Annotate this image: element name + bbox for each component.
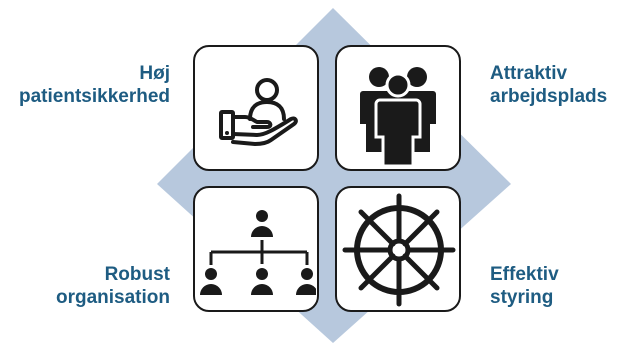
- label-robust-organisation: Robust organisation: [56, 263, 170, 309]
- label-robust-organisation-line2: organisation: [55, 287, 170, 308]
- label-patient-safety-line2: patientsikkerhed: [19, 86, 170, 107]
- hand-care-icon: [219, 78, 298, 146]
- label-effective-management-line1: Effektiv: [490, 264, 559, 285]
- tile-robust-organisation: [193, 186, 319, 312]
- tile-effective-management: [335, 186, 461, 312]
- label-attractive-workplace: Attraktiv arbejdsplads: [490, 62, 607, 108]
- label-robust-organisation-line1: Robust: [104, 264, 170, 285]
- label-attractive-workplace-line2: arbejdsplads: [490, 86, 608, 107]
- label-attractive-workplace-line1: Attraktiv: [490, 63, 568, 84]
- org-chart-icon: [200, 210, 316, 295]
- label-effective-management-line2: styring: [490, 287, 554, 308]
- label-patient-safety: Høj patientsikkerhed: [19, 62, 170, 108]
- people-group-icon: [360, 67, 436, 168]
- ship-wheel-icon: [342, 193, 456, 307]
- label-effective-management: Effektiv styring: [490, 263, 559, 309]
- tile-attractive-workplace: [335, 45, 461, 171]
- label-patient-safety-line1: Høj: [139, 63, 170, 84]
- tile-patient-safety: [193, 45, 319, 171]
